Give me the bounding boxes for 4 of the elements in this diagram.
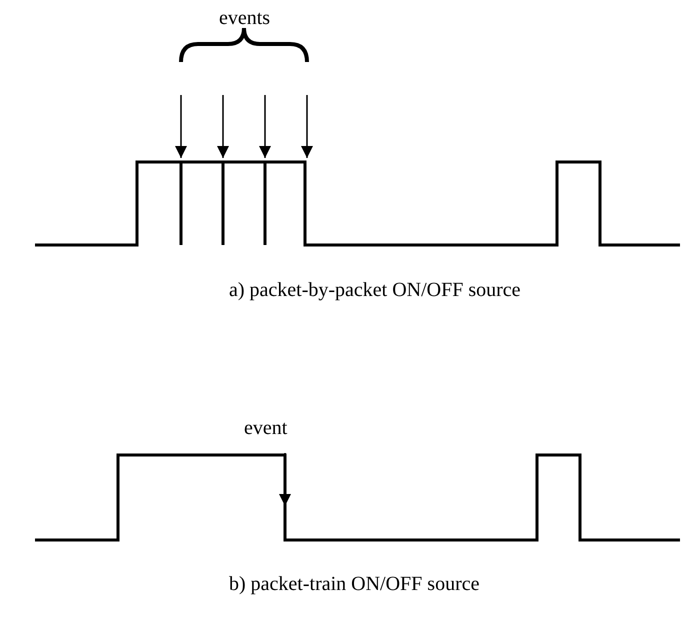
caption: a) packet-by-packet ON/OFF source	[229, 278, 521, 302]
caption: b) packet-train ON/OFF source	[229, 572, 480, 596]
annotation-text: events	[219, 6, 270, 30]
annotation-text: event	[244, 416, 288, 440]
